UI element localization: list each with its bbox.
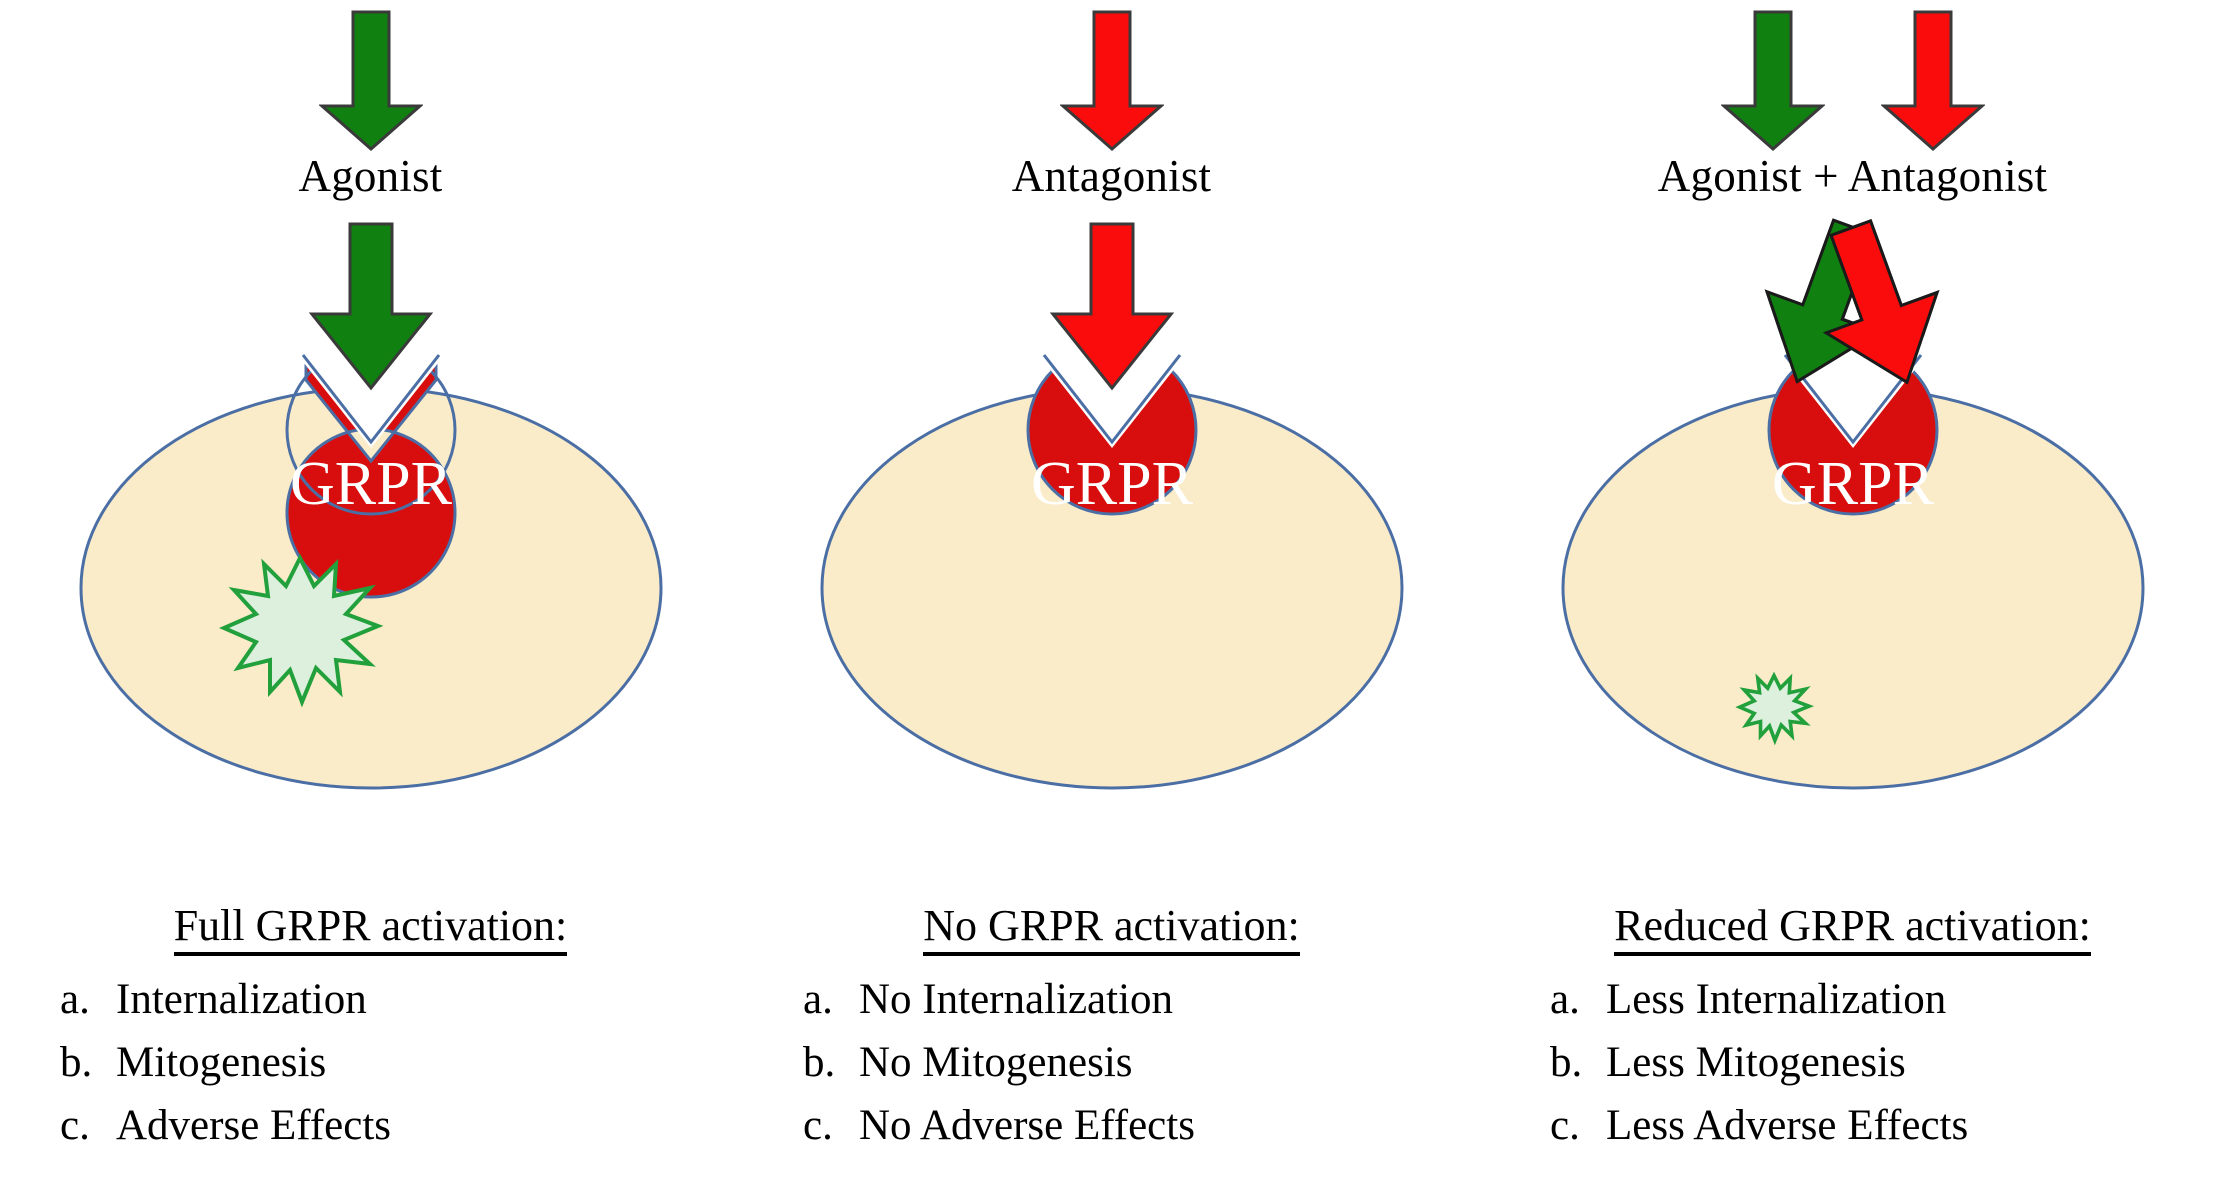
receptor-label: GRPR bbox=[1772, 450, 1935, 518]
list-marker: c. bbox=[1550, 1102, 1580, 1149]
list-marker: a. bbox=[1550, 976, 1580, 1023]
caption-agonist: Full GRPR activation: a. Internalization… bbox=[0, 900, 741, 1157]
list-item: c. No Adverse Effects bbox=[803, 1094, 1482, 1157]
top-arrow-group-combination bbox=[1482, 10, 2223, 155]
list-text: No Internalization bbox=[859, 976, 1174, 1023]
caption-title-agonist: Full GRPR activation: bbox=[0, 900, 741, 956]
list-item: a. Internalization bbox=[60, 968, 741, 1031]
list-item: c. Less Adverse Effects bbox=[1550, 1094, 2223, 1157]
antagonist-arrow-icon bbox=[1880, 10, 1985, 151]
top-arrow-group-agonist bbox=[0, 10, 741, 155]
list-item: a. No Internalization bbox=[803, 968, 1482, 1031]
list-marker: a. bbox=[803, 976, 833, 1023]
caption-title-combination: Reduced GRPR activation: bbox=[1482, 900, 2223, 956]
list-item: b. No Mitogenesis bbox=[803, 1031, 1482, 1094]
list-text: No Mitogenesis bbox=[859, 1039, 1133, 1086]
list-text: Less Adverse Effects bbox=[1606, 1102, 1969, 1149]
receptor-notch-outline bbox=[1042, 354, 1182, 445]
panel-agonist: Agonist GRPR Full GRPR activatio bbox=[0, 0, 741, 1194]
list-item: b. Less Mitogenesis bbox=[1550, 1031, 2223, 1094]
agonist-arrow-icon bbox=[1720, 10, 1825, 151]
list-item: a. Less Internalization bbox=[1550, 968, 2223, 1031]
list-item: b. Mitogenesis bbox=[60, 1031, 741, 1094]
panel-antagonist: Antagonist GRPR No GRPR activation: a. N… bbox=[741, 0, 1482, 1194]
cell-receptor-stage-agonist: GRPR bbox=[0, 218, 741, 888]
panel-combination: Agonist + Antagonist GRPR bbox=[1482, 0, 2223, 1194]
receptor-notch-outline bbox=[1783, 354, 1923, 445]
activation-burst-reduced bbox=[1735, 671, 1815, 746]
receptor-label: GRPR bbox=[1031, 450, 1194, 518]
stimulus-label-agonist: Agonist bbox=[298, 151, 443, 201]
antagonist-arrow-icon bbox=[1059, 10, 1164, 151]
cell-receptor-stage-combination: GRPR bbox=[1482, 218, 2223, 888]
list-marker: b. bbox=[803, 1039, 836, 1086]
list-item: c. Adverse Effects bbox=[60, 1094, 741, 1157]
list-marker: a. bbox=[60, 976, 90, 1023]
receptor-label: GRPR bbox=[290, 450, 453, 518]
list-text: Mitogenesis bbox=[116, 1039, 327, 1086]
list-text: Internalization bbox=[116, 976, 367, 1023]
list-text: Less Mitogenesis bbox=[1606, 1039, 1906, 1086]
activation-burst-full bbox=[219, 553, 384, 708]
list-marker: b. bbox=[60, 1039, 93, 1086]
list-text: Less Internalization bbox=[1606, 976, 1947, 1023]
caption-list-agonist: a. Internalization b. Mitogenesis c. Adv… bbox=[60, 968, 741, 1157]
stimulus-label-antagonist: Antagonist bbox=[1011, 151, 1212, 201]
stimulus-label-combination: Agonist + Antagonist bbox=[1657, 151, 2048, 201]
receptor-notch-outline bbox=[301, 354, 441, 445]
caption-antagonist: No GRPR activation: a. No Internalizatio… bbox=[741, 900, 1482, 1157]
list-marker: b. bbox=[1550, 1039, 1583, 1086]
cell-receptor-stage-antagonist: GRPR bbox=[741, 218, 1482, 888]
list-text: Adverse Effects bbox=[116, 1102, 392, 1149]
list-marker: c. bbox=[803, 1102, 833, 1149]
caption-list-combination: a. Less Internalization b. Less Mitogene… bbox=[1550, 968, 2223, 1157]
top-arrow-group-antagonist bbox=[741, 10, 1482, 155]
caption-list-antagonist: a. No Internalization b. No Mitogenesis … bbox=[803, 968, 1482, 1157]
caption-combination: Reduced GRPR activation: a. Less Interna… bbox=[1482, 900, 2223, 1157]
list-text: No Adverse Effects bbox=[859, 1102, 1195, 1149]
agonist-arrow-icon bbox=[318, 10, 423, 151]
caption-title-antagonist: No GRPR activation: bbox=[741, 900, 1482, 956]
list-marker: c. bbox=[60, 1102, 90, 1149]
